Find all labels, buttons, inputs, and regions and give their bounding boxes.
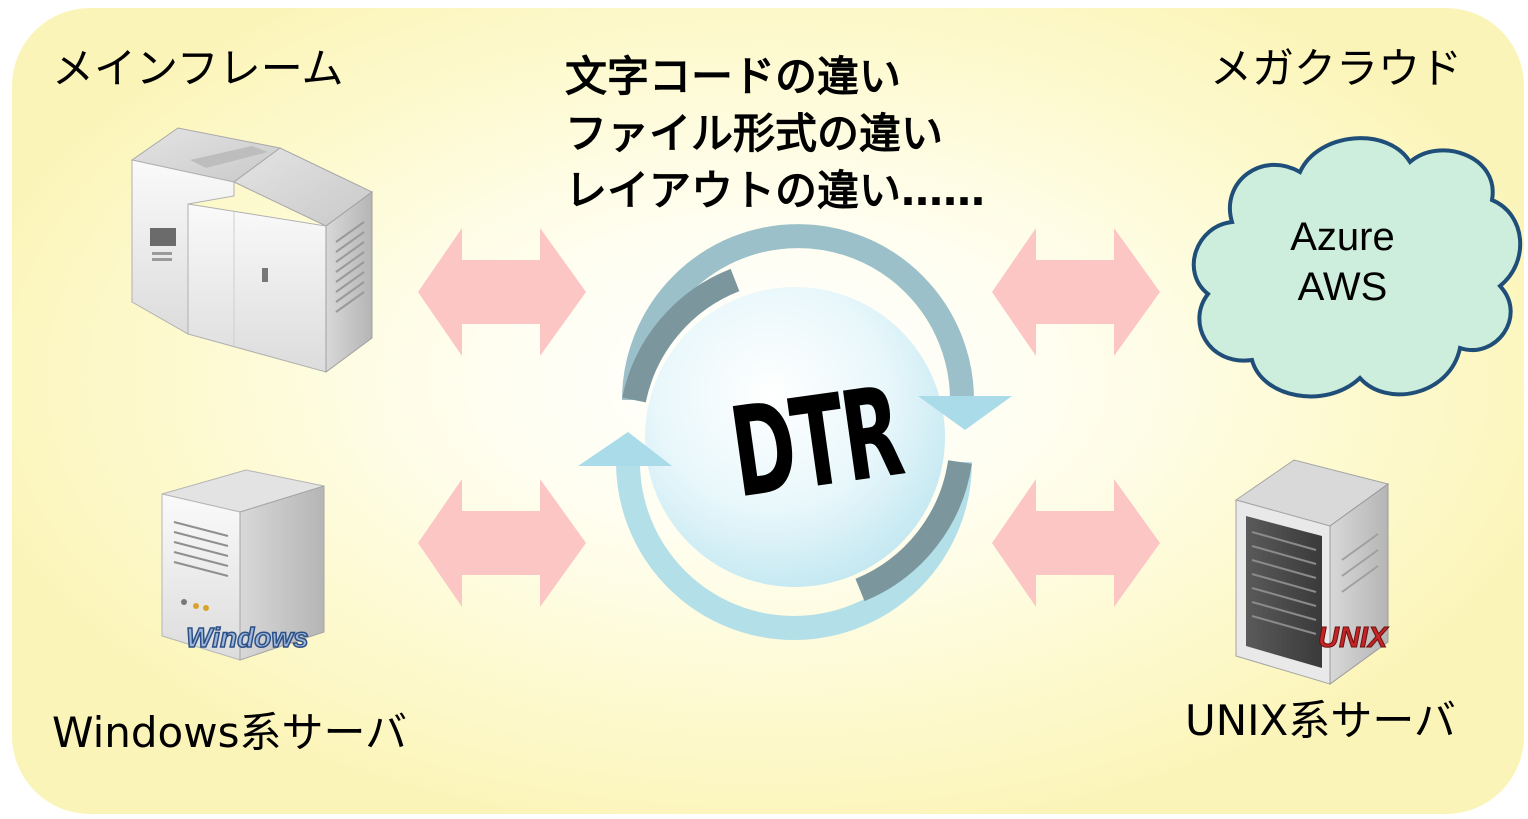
arrow-dtr-unix	[992, 479, 1160, 607]
arrow-dtr-cloud	[992, 228, 1160, 356]
difference-layout: レイアウトの違い……	[565, 166, 986, 215]
differences-list: 文字コードの違い ファイル形式の違い レイアウトの違い……	[565, 48, 985, 219]
windows-logo-badge: Windows	[185, 622, 309, 653]
dtr-label: DTR	[722, 360, 909, 527]
cloud-service-azure: Azure	[1290, 215, 1395, 259]
cloud-service-aws: AWS	[1297, 265, 1388, 309]
mainframe-label: メインフレーム	[52, 44, 344, 93]
cycle-arrows-icon	[578, 224, 1012, 640]
arrow-mainframe-dtr	[418, 228, 586, 356]
mega-cloud-label: メガクラウド	[1210, 44, 1463, 93]
windows-server-label: Windows系サーバ	[52, 708, 408, 757]
difference-file-format: ファイル形式の違い	[565, 109, 944, 158]
tower-server-icon	[161, 469, 325, 661]
rack-server-icon	[1234, 459, 1390, 685]
unix-logo-badge: UNIX	[1317, 622, 1388, 654]
cloud-services-text: Azure AWS	[1260, 212, 1425, 312]
cloud-icon	[1191, 136, 1523, 399]
mainframe-server-icon	[130, 127, 373, 373]
arrow-windows-dtr	[418, 479, 586, 607]
unix-server-label: UNIX系サーバ	[1185, 696, 1456, 745]
difference-character-code: 文字コードの違い	[565, 52, 902, 101]
